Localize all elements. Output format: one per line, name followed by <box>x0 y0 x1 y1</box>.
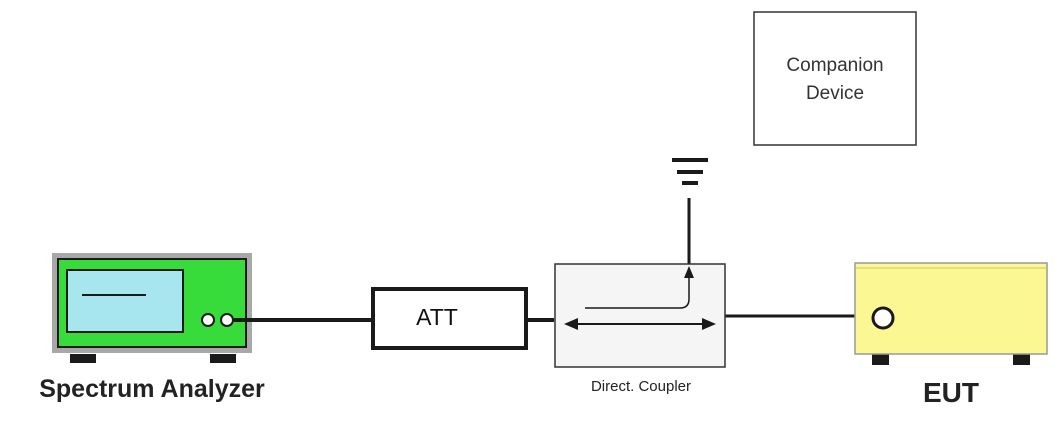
eut-foot-left <box>872 354 889 365</box>
analyzer-foot-right <box>210 354 236 363</box>
coupler-box <box>554 263 726 368</box>
analyzer-port-1-icon <box>201 313 215 327</box>
eut: EUT <box>854 262 1048 408</box>
coupler-arrow-right-icon <box>702 318 716 330</box>
coupler-label: Direct. Coupler <box>591 378 691 395</box>
eut-foot-right <box>1013 354 1030 365</box>
analyzer-port-2-icon <box>220 313 234 327</box>
ground-termination-icon <box>672 158 708 266</box>
attenuator-box <box>371 287 528 350</box>
attenuator: ATT <box>371 287 528 350</box>
companion-device-label-line1: Companion <box>786 55 883 76</box>
coupler-arrow-up-icon <box>684 266 694 278</box>
spectrum-analyzer: Spectrum Analyzer <box>39 253 265 403</box>
attenuator-label: ATT <box>416 304 458 330</box>
directional-coupler: Direct. Coupler <box>554 263 726 395</box>
coupler-arrow-left-icon <box>564 318 578 330</box>
eut-connector-icon <box>871 306 895 330</box>
analyzer-screen <box>66 269 184 333</box>
analyzer-foot-left <box>70 354 96 363</box>
companion-device: Companion Device <box>753 11 917 146</box>
companion-device-label-line2: Device <box>806 83 864 104</box>
spectrum-analyzer-label: Spectrum Analyzer <box>39 375 265 403</box>
eut-label: EUT <box>923 377 979 408</box>
companion-device-box <box>753 11 917 146</box>
coupler-coupled-path <box>585 277 690 309</box>
